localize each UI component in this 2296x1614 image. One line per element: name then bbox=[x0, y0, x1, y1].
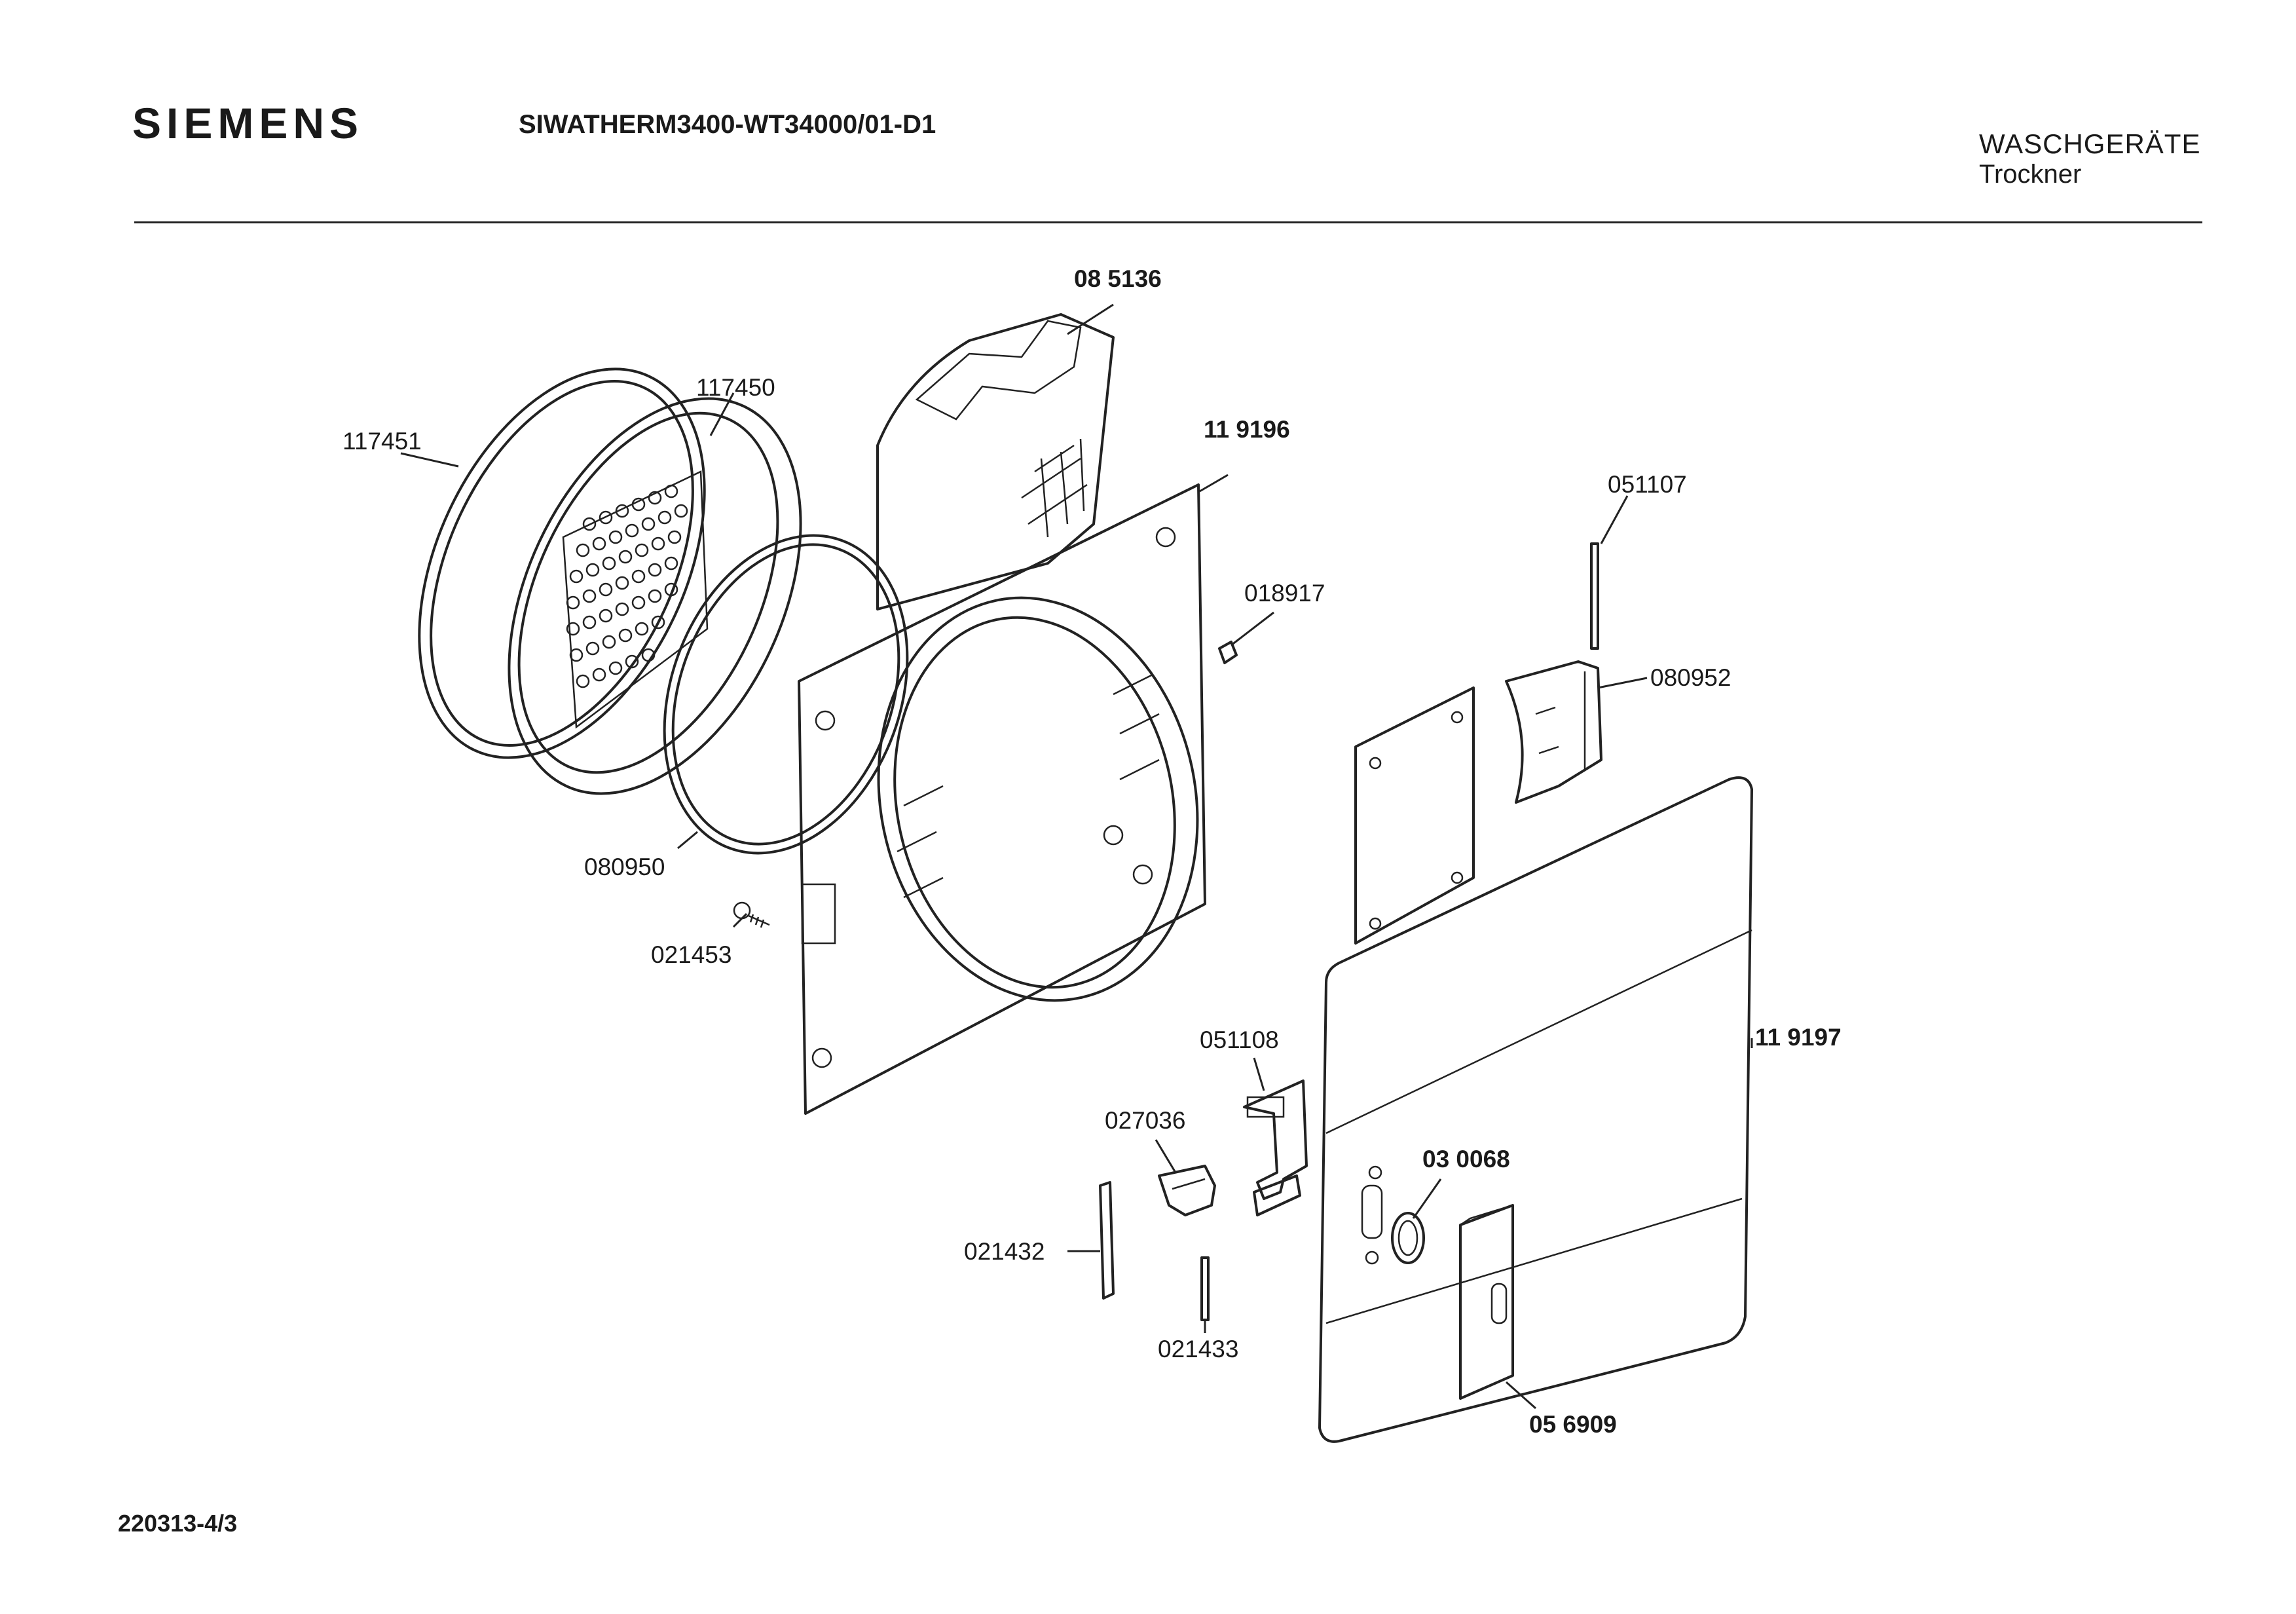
door-seal-ring-drawing bbox=[418, 367, 706, 759]
pressure-button-030068-drawing bbox=[1391, 1212, 1425, 1264]
callout-051107: 051107 bbox=[1608, 471, 1687, 498]
callout-051108: 051108 bbox=[1200, 1026, 1279, 1053]
clip-018917-drawing bbox=[1218, 641, 1238, 664]
screw-021453-drawing bbox=[733, 901, 770, 928]
air-duct-drawing bbox=[876, 313, 1115, 610]
lint-filter-drum-drawing bbox=[508, 397, 802, 795]
callout-080952: 080952 bbox=[1650, 664, 1731, 691]
callout-056909: 05 6909 bbox=[1529, 1411, 1617, 1438]
door-panel-drawing bbox=[1318, 776, 1753, 1443]
callout-021453: 021453 bbox=[651, 941, 731, 968]
latch-051108-drawing bbox=[1243, 1079, 1308, 1216]
brand-logo: SIEMENS bbox=[132, 99, 364, 147]
model-title: SIWATHERM3400-WT34000/01-D1 bbox=[519, 110, 936, 139]
callout-085136: 08 5136 bbox=[1074, 265, 1162, 292]
callout-027036: 027036 bbox=[1105, 1107, 1185, 1134]
front-panel-drawing bbox=[798, 483, 1206, 1115]
rod-051107-drawing bbox=[1590, 542, 1599, 650]
subcategory-label: Trockner bbox=[1979, 160, 2082, 189]
header-divider bbox=[134, 221, 2202, 223]
callout-021433: 021433 bbox=[1158, 1336, 1238, 1362]
door-gasket-drawing bbox=[663, 534, 909, 855]
callout-080950: 080950 bbox=[584, 854, 665, 880]
catch-027036-drawing bbox=[1158, 1165, 1216, 1216]
callout-117451: 117451 bbox=[343, 428, 422, 455]
callout-021432: 021432 bbox=[964, 1238, 1045, 1265]
category-label: WASCHGERÄTE bbox=[1979, 128, 2201, 159]
strip-021432-drawing bbox=[1099, 1181, 1115, 1300]
callout-030068: 03 0068 bbox=[1422, 1146, 1510, 1173]
hinge-plate-drawing bbox=[1354, 686, 1475, 945]
door-handle-056909-drawing bbox=[1459, 1204, 1514, 1400]
drawing-number: 220313-4/3 bbox=[118, 1510, 238, 1537]
callout-117450: 117450 bbox=[696, 374, 775, 401]
leader-lines bbox=[400, 303, 1753, 1410]
callout-018917: 018917 bbox=[1244, 580, 1325, 607]
hinge-080952-drawing bbox=[1505, 660, 1602, 804]
callout-119197: 11 9197 bbox=[1755, 1024, 1842, 1051]
callout-119196: 11 9196 bbox=[1204, 416, 1290, 443]
pin-021433-drawing bbox=[1200, 1256, 1210, 1321]
